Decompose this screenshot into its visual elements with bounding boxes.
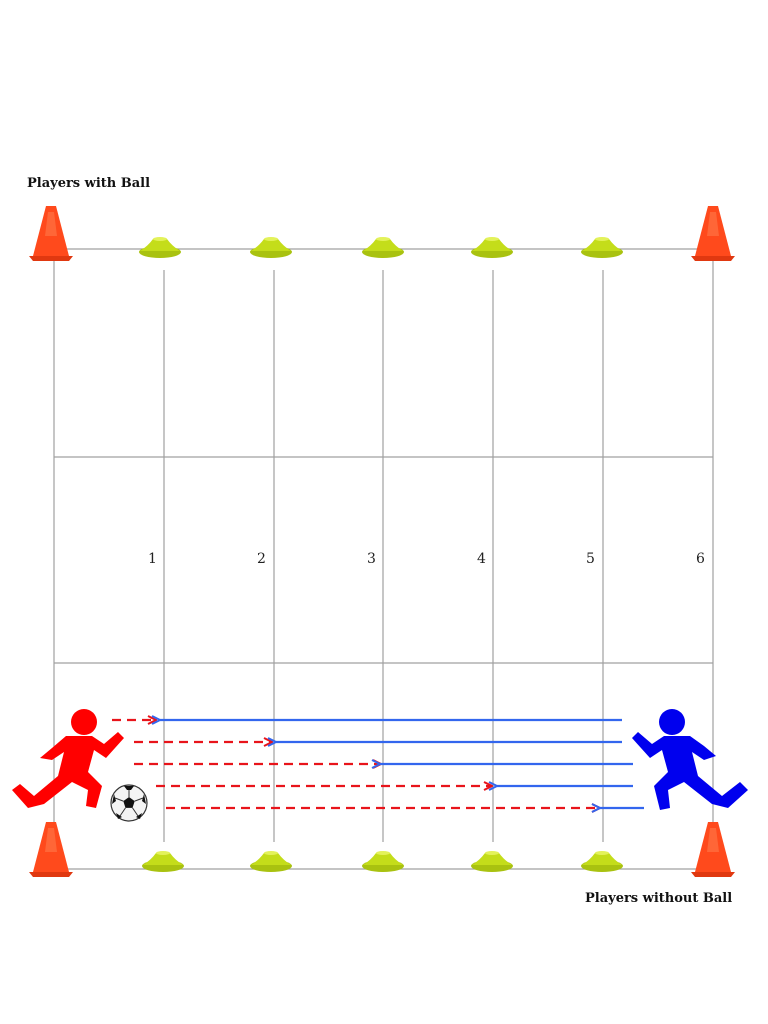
disc-cone-icon xyxy=(250,237,292,258)
running-player-icon xyxy=(632,709,748,810)
disc-cone-icon xyxy=(362,237,404,258)
disc-cone-icon xyxy=(581,237,623,258)
traffic-cone-icon xyxy=(29,822,73,877)
run-arrows xyxy=(160,720,644,808)
field-grid xyxy=(53,248,714,870)
disc-cone-icon xyxy=(142,851,184,872)
lane-number-2: 2 xyxy=(257,551,266,567)
pass-arrows xyxy=(112,720,600,808)
lane-number-6: 6 xyxy=(696,551,705,567)
disc-cone-icon xyxy=(139,237,181,258)
disc-cone-icon xyxy=(362,851,404,872)
lane-number-3: 3 xyxy=(367,551,376,567)
lane-number-5: 5 xyxy=(586,551,595,567)
traffic-cone-icon xyxy=(691,822,735,877)
traffic-cone-icon xyxy=(29,206,73,261)
disc-cone-icon xyxy=(250,851,292,872)
disc-cone-icon xyxy=(471,851,513,872)
traffic-cone-icon xyxy=(691,206,735,261)
soccer-ball-icon xyxy=(110,784,148,822)
players-without-ball-label: Players without Ball xyxy=(585,891,733,906)
lane-number-4: 4 xyxy=(477,551,486,567)
players-with-ball-label: Players with Ball xyxy=(27,176,151,191)
disc-cone-icon xyxy=(471,237,513,258)
disc-cone-icon xyxy=(581,851,623,872)
lane-number-1: 1 xyxy=(148,551,157,567)
running-player-icon xyxy=(12,709,124,808)
